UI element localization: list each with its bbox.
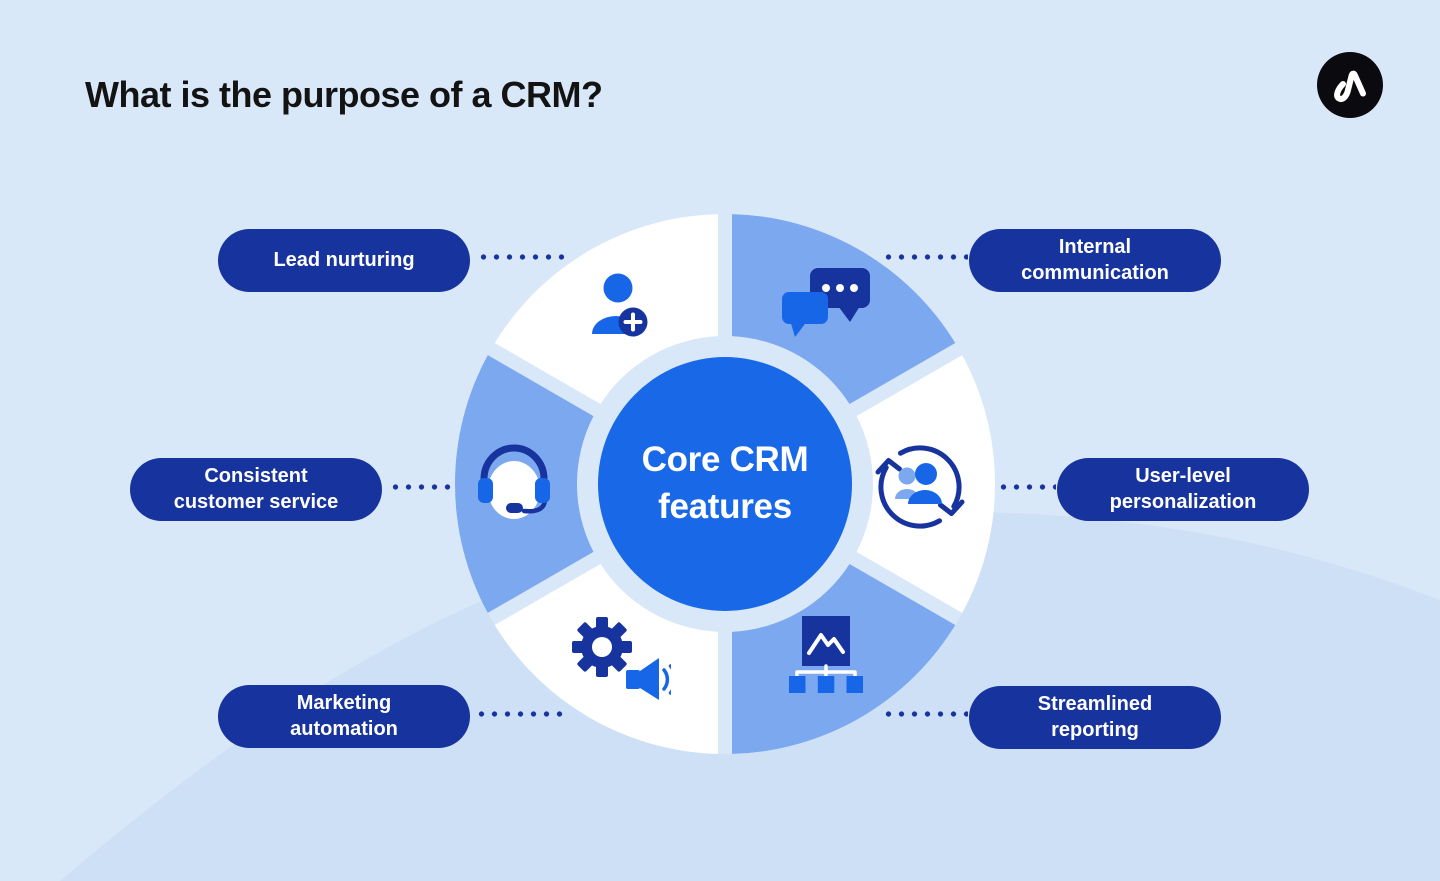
label-pill-marketing-automation: Marketing automation	[218, 685, 470, 748]
pill-line: Lead nurturing	[273, 248, 415, 271]
pill-line: Streamlined	[1037, 693, 1153, 716]
logo-glyph	[1334, 70, 1366, 103]
user-refresh-icon	[875, 445, 965, 529]
wheel-segment-top-left	[494, 214, 718, 405]
label-pill-internal-communication: Internal communication	[969, 229, 1221, 292]
wheel-center-circle	[598, 357, 852, 611]
pill-line: Marketing	[296, 692, 392, 715]
pill-line: customer service	[173, 490, 339, 513]
connector-dots-consistent-customer-service	[389, 484, 453, 490]
connector-dots-internal-communication	[882, 254, 968, 260]
gear-megaphone-icon	[572, 617, 671, 700]
connector-dots-lead-nurturing	[477, 254, 567, 260]
label-pill-user-level-personalization: User-level personalization	[1057, 458, 1309, 521]
label-pill-lead-nurturing: Lead nurturing	[218, 229, 470, 292]
pill-line: reporting	[1051, 718, 1139, 741]
connector-dots-streamlined-reporting	[882, 711, 968, 717]
connector-dots-marketing-automation	[475, 711, 565, 717]
appcues-logo-icon	[1317, 52, 1383, 118]
pill-line: personalization	[1109, 490, 1257, 513]
label-pill-streamlined-reporting: Streamlined reporting	[969, 686, 1221, 749]
image-org-chart-icon	[789, 616, 863, 693]
connector-dots-user-level-personalization	[997, 484, 1056, 490]
person-add-icon	[592, 273, 648, 337]
pill-line: Internal	[1058, 236, 1132, 259]
pill-line: communication	[1021, 261, 1169, 284]
label-pill-consistent-customer-service: Consistent customer service	[130, 458, 382, 521]
pill-line: Consistent	[204, 465, 308, 488]
pill-line: User-level	[1135, 465, 1231, 488]
headset-icon	[478, 444, 550, 519]
pill-line: automation	[290, 717, 398, 740]
wheel-center-label: Core CRM features	[585, 437, 865, 530]
center-label-line1: Core CRM	[641, 440, 809, 479]
page-title: What is the purpose of a CRM?	[85, 74, 603, 115]
chat-bubbles-icon	[782, 268, 870, 337]
center-label-line2: features	[658, 486, 792, 526]
